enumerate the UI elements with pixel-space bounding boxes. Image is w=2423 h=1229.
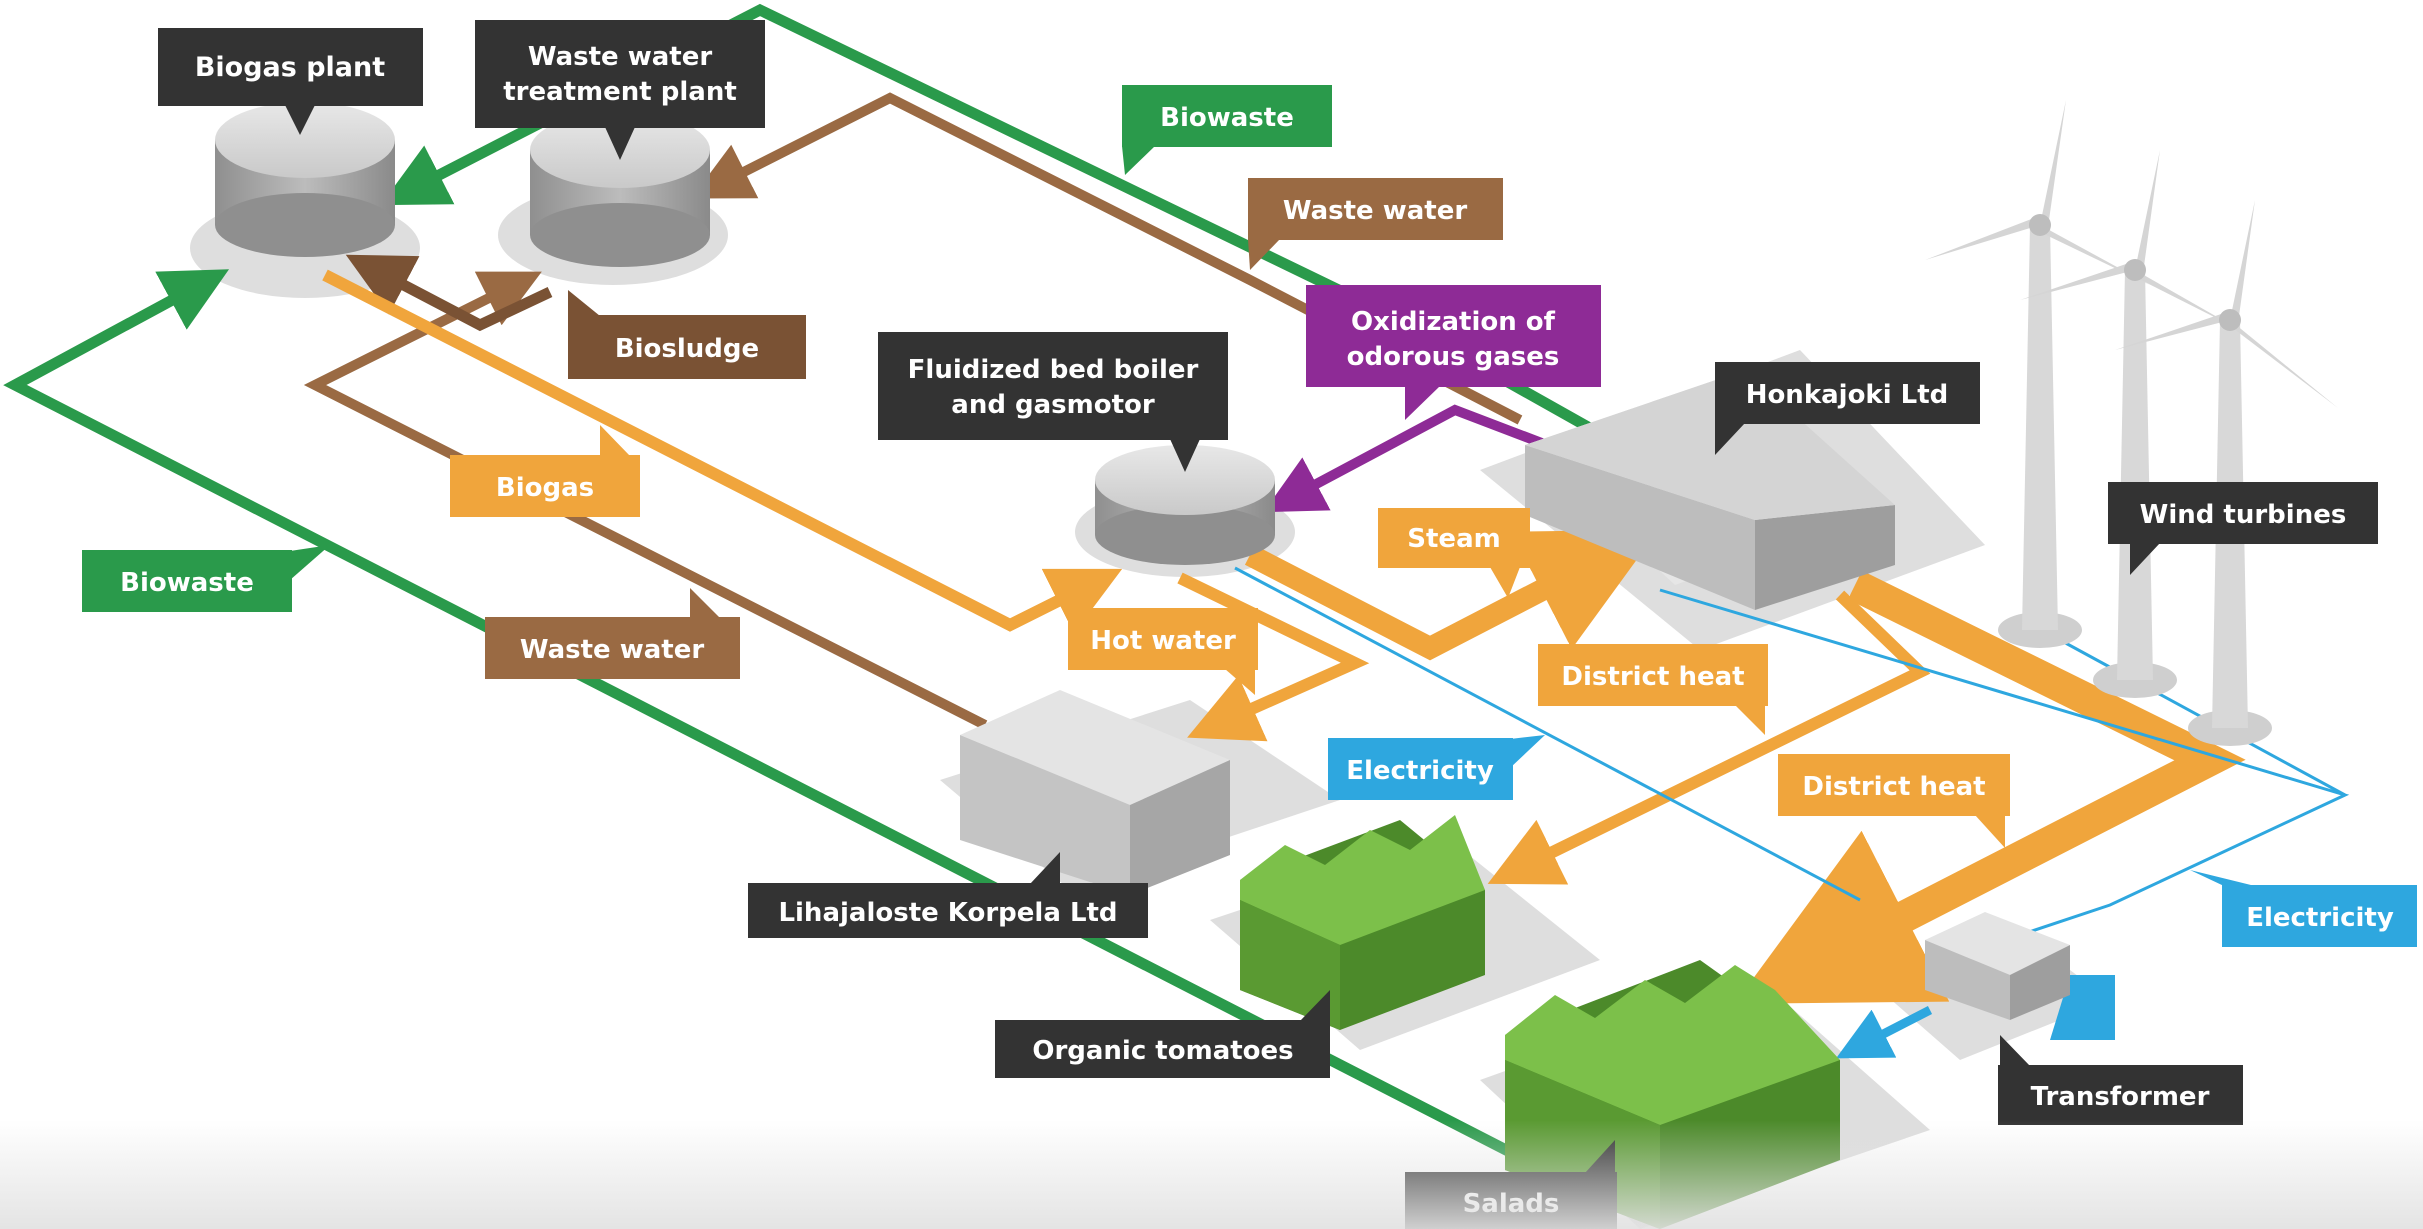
- electricity-arrow-left: [1835, 1005, 1933, 1059]
- biosludge-text: Biosludge: [615, 334, 759, 364]
- hot-water-flow: [1177, 572, 1370, 742]
- lihajaloste-building: [960, 690, 1230, 895]
- electricity-mid-text: Electricity: [1346, 756, 1494, 786]
- biowaste-left-text: Biowaste: [120, 568, 254, 598]
- organic-tomatoes-label: Organic tomatoes: [995, 990, 1330, 1078]
- biosludge-flow: [345, 254, 553, 332]
- wind-turbines-label: Wind turbines: [2108, 482, 2378, 575]
- district-heat-flow-1: [1487, 590, 1931, 885]
- biowaste-left-label: Biowaste: [82, 545, 330, 612]
- steam-text: Steam: [1407, 524, 1500, 554]
- waste-water-mid-label: Waste water: [485, 588, 740, 679]
- district-heat-2-text: District heat: [1802, 772, 1985, 802]
- biogas-plant-text: Biogas plant: [195, 52, 385, 83]
- wwtp-label: Waste water treatment plant: [475, 20, 765, 160]
- electricity-mid-label: Electricity: [1328, 735, 1545, 800]
- transformer-building: [1925, 912, 2070, 1020]
- hot-water-label: Hot water: [1068, 608, 1258, 695]
- biowaste-top-label: Biowaste: [1122, 85, 1332, 175]
- oxidization-label: Oxidization of odorous gases: [1306, 285, 1601, 420]
- steam-label: Steam: [1378, 508, 1530, 598]
- lihajaloste-label: Lihajaloste Korpela Ltd: [748, 852, 1148, 938]
- transformer-text: Transformer: [2031, 1082, 2210, 1112]
- electricity-line-1: [1234, 566, 1861, 902]
- tomatoes-greenhouse: [1240, 815, 1485, 1030]
- waste-water-top-label: Waste water: [1248, 178, 1503, 270]
- biowaste-top-text: Biowaste: [1160, 103, 1294, 133]
- oxidization-text-line1: Oxidization of: [1351, 307, 1556, 337]
- oxidization-text-line2: odorous gases: [1347, 342, 1560, 372]
- organic-tomatoes-text: Organic tomatoes: [1032, 1036, 1293, 1066]
- district-heat-2-label: District heat: [1778, 754, 2010, 848]
- electricity-line-2: [1659, 588, 2350, 937]
- boiler-label: Fluidized bed boiler and gasmotor: [878, 332, 1228, 472]
- steam-flow: [1244, 529, 1659, 661]
- boiler-text-line1: Fluidized bed boiler: [908, 355, 1199, 385]
- wwtp-text-line1: Waste water: [528, 42, 713, 72]
- oxidization-flow: [1263, 404, 1562, 513]
- district-heat-1-text: District heat: [1561, 662, 1744, 692]
- wind-turbines-text: Wind turbines: [2140, 500, 2347, 530]
- wind-turbine-1: [1925, 100, 2150, 648]
- electricity-right-text: Electricity: [2246, 903, 2394, 933]
- honkajoki-text: Honkajoki Ltd: [1746, 380, 1949, 410]
- electricity-right-label: Electricity: [2190, 870, 2417, 947]
- biogas-plant-label: Biogas plant: [158, 28, 423, 135]
- boiler-text-line2: and gasmotor: [951, 390, 1155, 420]
- honkajoki-label: Honkajoki Ltd: [1715, 362, 1980, 455]
- biosludge-label: Biosludge: [568, 290, 806, 379]
- biogas-plant-tank: [215, 102, 395, 257]
- waste-water-top-text: Waste water: [1283, 196, 1468, 226]
- hot-water-text: Hot water: [1090, 626, 1236, 656]
- boiler-tank: [1095, 445, 1275, 565]
- wwtp-text-line2: treatment plant: [503, 77, 737, 107]
- district-heat-1-label: District heat: [1538, 644, 1768, 735]
- biogas-flow: [322, 269, 1123, 634]
- transformer-label: Transformer: [1998, 1035, 2243, 1125]
- district-heat-flow-2: [1734, 570, 2246, 1004]
- waste-water-mid-text: Waste water: [520, 635, 705, 665]
- waste-water-flow-left: [303, 271, 988, 730]
- biogas-text: Biogas: [496, 473, 594, 503]
- salads-text: Salads: [1463, 1189, 1560, 1219]
- wind-turbine-2: [2020, 150, 2240, 698]
- biogas-label: Biogas: [450, 425, 640, 517]
- lihajaloste-text: Lihajaloste Korpela Ltd: [778, 898, 1117, 928]
